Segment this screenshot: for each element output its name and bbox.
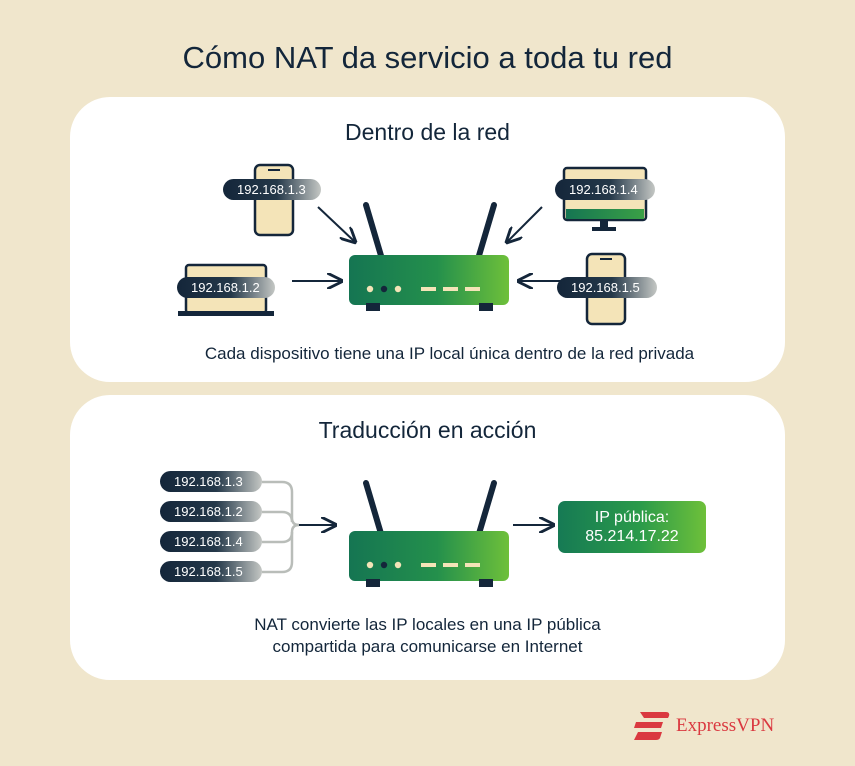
page-title: Cómo NAT da servicio a toda tu red [182,40,673,75]
ip-label: 192.168.1.5 [557,277,657,298]
ip-label: 192.168.1.4 [160,531,262,552]
router-icon [349,480,509,587]
translation-diagram [262,480,785,587]
ip-label: 192.168.1.4 [555,179,655,200]
inside-heading: Dentro de la red [345,119,510,145]
public-ip-label: IP pública: [594,509,670,526]
ip-label: 192.168.1.2 [177,277,275,298]
ip-label: 192.168.1.2 [160,501,262,522]
arrow-icon [508,206,543,241]
ip-label: 192.168.1.3 [223,179,321,200]
expressvpn-logo-icon [634,712,670,740]
inside-caption: Cada dispositivo tiene una IP local únic… [204,344,695,363]
phone-icon [253,163,295,237]
inside-network-card: Dentro de la red [70,97,785,382]
router-icon [349,202,509,311]
arrow-icon [317,206,354,241]
ip-label: 192.168.1.5 [160,561,262,582]
expressvpn-logo: ExpressVPN [632,710,792,742]
brand-name: ExpressVPN [676,715,775,736]
inside-network-diagram [178,163,648,326]
public-ip-box: IP pública: 85.214.17.22 [558,501,706,553]
translation-caption-line2: compartida para comunicarse en Internet [272,637,583,656]
translation-caption-line1: NAT convierte las IP locales en una IP p… [254,615,601,634]
bracket-icon [262,480,300,574]
translation-card: Traducción en acción [70,395,785,680]
translation-caption: NAT convierte las IP locales en una IP p… [70,614,785,658]
public-ip-value: 85.214.17.22 [585,528,679,545]
ip-label: 192.168.1.3 [160,471,262,492]
translation-heading: Traducción en acción [318,417,537,443]
